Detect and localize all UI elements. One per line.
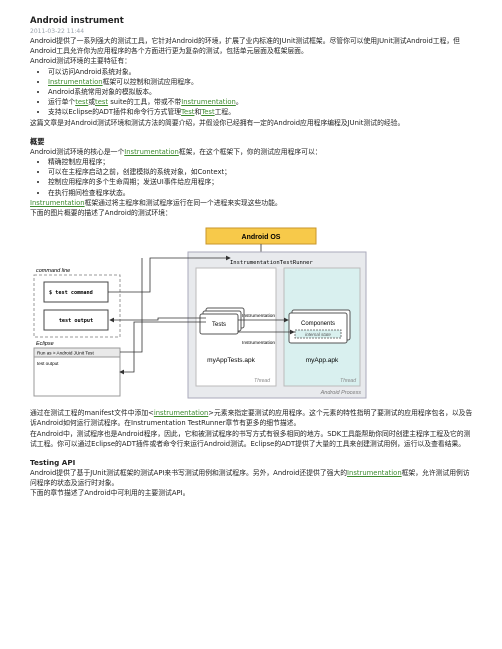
sdk-paragraph: 在Android中，测试程序也是Android程序，因此，它和被测试程序的书写方…	[30, 429, 471, 448]
features-list: 可以访问Android系统对象。 Instrumentation框架可以控制和测…	[30, 67, 475, 118]
eclipse-label: Eclipse	[36, 341, 54, 347]
test-environment-diagram: Android OS Android Process Instrumentati…	[30, 222, 475, 402]
test-link[interactable]: test	[95, 98, 109, 107]
intro-paragraph: Android提供了一系列强大的测试工具，它针对Android的环境，扩展了业内…	[30, 37, 460, 56]
list-item: Android系统常用对象的模拟版本。	[48, 87, 475, 97]
android-os-label: Android OS	[242, 234, 281, 241]
diagram-svg: Android OS Android Process Instrumentati…	[33, 227, 367, 399]
testing-api-heading: Testing API	[30, 458, 76, 468]
article-title: Android instrument	[30, 16, 124, 26]
test-link[interactable]: test	[75, 98, 89, 107]
internal-state-box	[294, 329, 342, 339]
instrumentation-element-link[interactable]: instrumentation	[153, 409, 209, 418]
internal-state-label: internal state	[305, 332, 331, 337]
test-output-label: test output	[59, 318, 93, 324]
instrumentation-link[interactable]: Instrumentation	[48, 77, 103, 86]
test-output-box	[43, 309, 109, 331]
article: Android instrument 2011-03-22 11:44 Andr…	[30, 16, 475, 499]
instrumentation-label: Instrumentation	[242, 340, 275, 346]
components-label: Components	[301, 321, 335, 327]
my-app-apk-label: myApp.apk	[306, 357, 339, 364]
instrumentation-link[interactable]: Instrumentation	[124, 147, 179, 156]
thread-label: Thread	[340, 378, 356, 384]
android-process-label: Android Process	[320, 390, 362, 396]
intro-note: 这篇文章是对Android测试环境和测试方法的简要介绍，并假设你已经拥有一定的A…	[30, 118, 405, 127]
list-item: 在执行期间检查程序状态。	[48, 188, 475, 198]
instrumentation-link[interactable]: Instrumentation	[347, 469, 402, 478]
list-item: 精确控制应用程序；	[48, 157, 475, 167]
instrumentation-link[interactable]: Instrumentation	[181, 98, 236, 107]
list-item: 可以在主程序启动之前，创建模拟的系统对象，如Context；	[48, 167, 475, 177]
instrumentation-link[interactable]: Instrumentation	[30, 198, 85, 207]
list-item: 支持以Eclipse的ADT插件和命令行方式管理Test和Test工程。	[48, 107, 475, 117]
testing-api-paragraph-2: 下面的章节描述了Android中可利用的主要测试API。	[30, 489, 190, 498]
figure-caption: 下面的图片概要的描述了Android的测试环境：	[30, 209, 172, 218]
command-line-panel	[33, 274, 121, 338]
my-app-tests-apk-label: myAppTests.apk	[207, 357, 255, 364]
instrumentation-label: Instrumentation	[242, 313, 275, 319]
overview-paragraph-2: Instrumentation框架通过将主程序和测试程序运行在同一个进程来实现这…	[30, 198, 282, 207]
overview-paragraph: Android测试环境的核心是一个Instrumentation框架，在这个框架…	[30, 147, 322, 156]
testing-api-paragraph: Android提供了基于JUnit测试框架的测试API来书写测试用例和测试程序。…	[30, 469, 470, 488]
test-command-label: $ test command	[49, 290, 93, 296]
tests-card	[199, 313, 239, 335]
runner-label: InstrumentationTestRunner	[230, 260, 313, 266]
list-item: 控制应用程序的多个生命周期；发送UI事件给应用程序；	[48, 177, 475, 187]
test-link[interactable]: Test	[181, 108, 195, 117]
eclipse-output-label: test output	[37, 361, 59, 366]
list-item: Instrumentation框架可以控制和测试应用程序。	[48, 77, 475, 87]
thread-label: Thread	[254, 378, 270, 384]
features-lead: Android测试环境的主要特征有：	[30, 57, 132, 66]
overview-list: 精确控制应用程序； 可以在主程序启动之前，创建模拟的系统对象，如Context；…	[30, 157, 475, 198]
command-line-label: command line	[36, 268, 70, 274]
list-item: 运行单个test或test suite的工具，带或不带Instrumentati…	[48, 97, 475, 107]
overview-heading: 概要	[30, 136, 45, 146]
list-item: 可以访问Android系统对象。	[48, 67, 475, 77]
run-as-label: Run as > Android JUnit Test	[37, 351, 94, 356]
tests-label: Tests	[212, 322, 226, 328]
test-link[interactable]: Test	[201, 108, 215, 117]
manifest-paragraph: 通过在测试工程的manifest文件中添加<instrumentation>元素…	[30, 409, 473, 428]
article-date: 2011-03-22 11:44	[30, 28, 85, 35]
